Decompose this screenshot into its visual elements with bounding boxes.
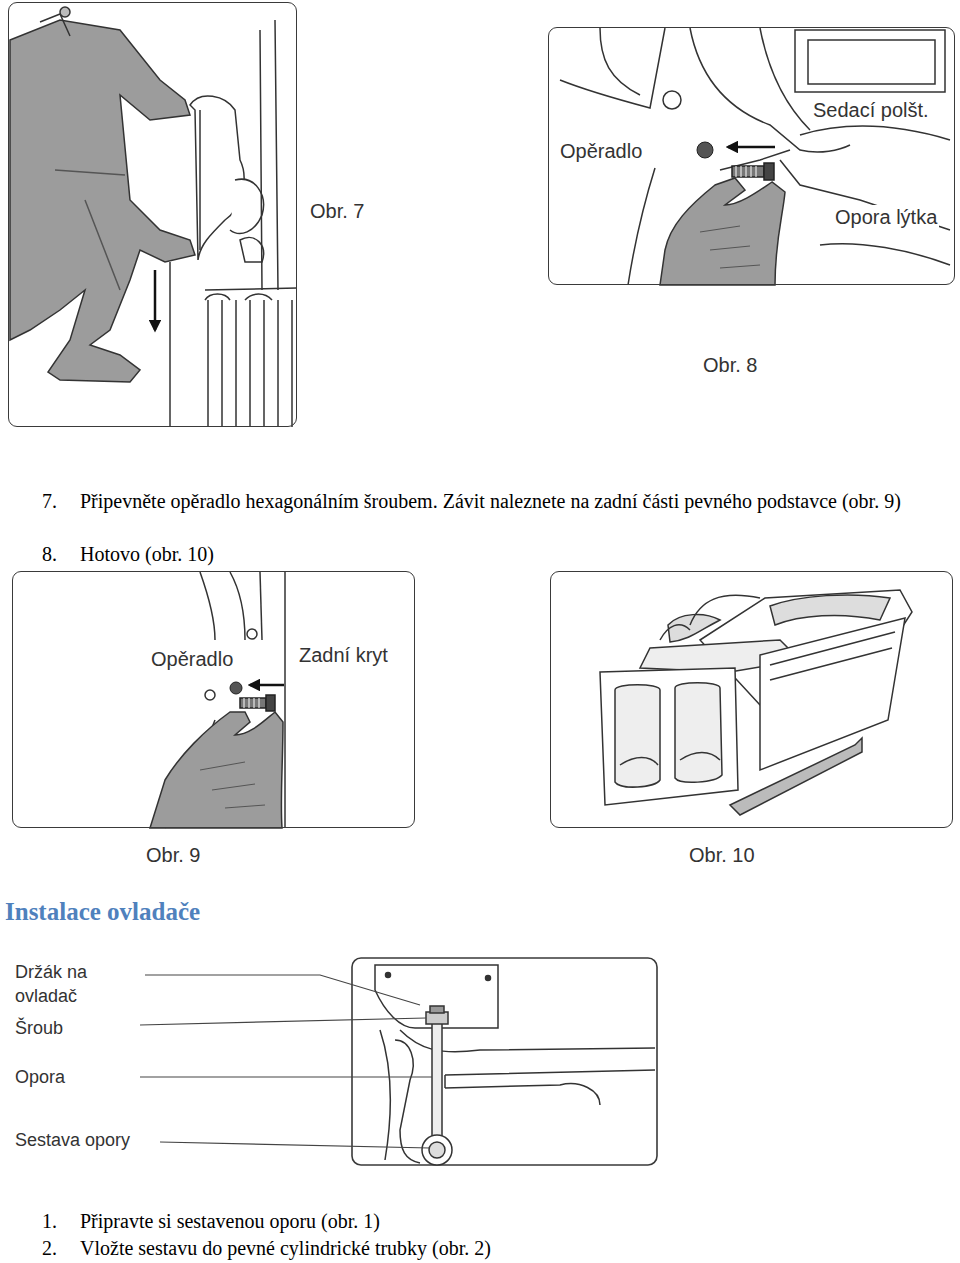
thread-hole (230, 682, 242, 694)
direction-arrow (728, 146, 775, 149)
part-label: Opora (15, 1065, 65, 1089)
figure-caption: Obr. 9 (144, 843, 202, 867)
instruction-text: Vložte sestavu do pevné cylindrické trub… (80, 1235, 780, 1262)
figure-frame: Obr. 7 (8, 2, 297, 427)
finger-lines (200, 762, 265, 808)
direction-arrow (250, 684, 284, 687)
thread-hole (697, 142, 713, 158)
figure-caption: Obr. 8 (701, 353, 759, 377)
list-number: 7. (42, 488, 57, 515)
figure-frame (352, 958, 657, 1165)
figure-caption: Obr. 10 (687, 843, 757, 867)
figure-frame: OpěradloZadní krytObr. 9 (12, 571, 415, 828)
part-label: Šroub (15, 1016, 63, 1040)
chair-backrest (190, 20, 278, 290)
part-label: Sestava opory (15, 1128, 130, 1152)
section-heading: Instalace ovladače (5, 897, 200, 927)
instruction-text: Připravte si sestavenou oporu (obr. 1) (80, 1208, 780, 1235)
hex-bolt (240, 695, 275, 711)
figure-frame: Obr. 10 (550, 571, 953, 828)
part-label: Opěradlo (149, 647, 235, 671)
part-label: Opěradlo (558, 139, 644, 163)
hand (150, 712, 283, 828)
list-number: 1. (42, 1208, 57, 1235)
part-label: Držák na ovladač (15, 960, 105, 1008)
instruction-text: Hotovo (obr. 10) (80, 541, 480, 568)
chair-base (170, 262, 297, 427)
hand (660, 178, 785, 285)
direction-arrow (154, 270, 157, 330)
list-number: 8. (42, 541, 57, 568)
figure-caption: Obr. 7 (308, 199, 366, 223)
hex-bolt (732, 163, 774, 180)
list-number: 2. (42, 1235, 57, 1262)
massage-chair (600, 590, 912, 815)
figure-frame: OpěradloSedací polšt.Opora lýtkaObr. 8 (548, 27, 955, 285)
part-label: Zadní kryt (297, 643, 390, 667)
instruction-text: Připevněte opěradlo hexagonálním šroubem… (80, 488, 956, 515)
finger-lines (700, 226, 760, 268)
part-label: Opora lýtka (833, 205, 939, 229)
controller-holder-assembly (375, 965, 655, 1165)
part-label: Sedací polšt. (811, 98, 931, 122)
person-figure (10, 7, 195, 382)
leader-lines (140, 975, 432, 1148)
